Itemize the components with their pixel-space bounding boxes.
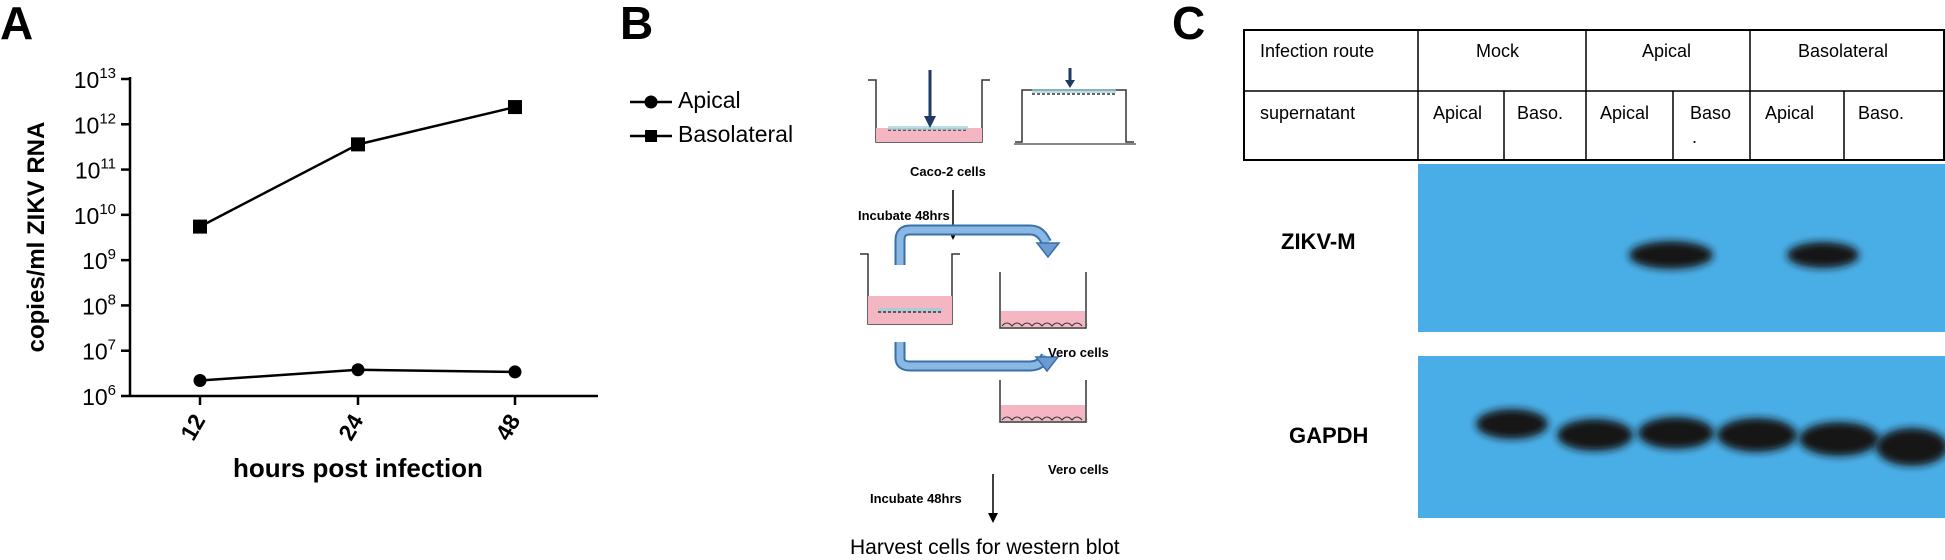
table-cell: Apical bbox=[1642, 41, 1692, 61]
data-point bbox=[351, 137, 365, 152]
transwell-incubated bbox=[860, 253, 960, 325]
caco2-label: Caco-2 cells bbox=[910, 164, 986, 179]
y-tick-label: 106 bbox=[82, 382, 116, 410]
legend-marker-apical bbox=[644, 95, 658, 109]
y-tick-label: 1011 bbox=[75, 156, 116, 184]
blot-band bbox=[1557, 419, 1633, 451]
sample-table: Infection route Mock Apical Basolateral … bbox=[1243, 29, 1945, 161]
blot-band bbox=[1638, 417, 1714, 449]
data-point bbox=[351, 363, 365, 377]
transfer-arrow-icon bbox=[894, 342, 1060, 373]
legend-marker-basolateral bbox=[645, 130, 657, 142]
blot-band bbox=[1476, 409, 1548, 439]
y-tick-label: 107 bbox=[82, 337, 116, 365]
table-cell: Basolateral bbox=[1798, 41, 1889, 61]
panel-letter-a: A bbox=[0, 0, 34, 49]
incubate-label-2: Incubate 48hrs bbox=[870, 491, 962, 506]
x-tick-label: 48 bbox=[490, 409, 525, 444]
harvest-label: Harvest cells for western blot bbox=[850, 536, 1120, 559]
blot-band bbox=[1876, 428, 1945, 466]
table-cell: Baso bbox=[1690, 103, 1732, 123]
table-cell: . bbox=[1692, 127, 1698, 147]
transwell-diagram bbox=[860, 68, 1136, 523]
chart-legend: Apical Basolateral bbox=[628, 86, 828, 156]
y-axis-label: copies/ml ZIKV RNA bbox=[23, 122, 50, 353]
x-tick-label: 24 bbox=[333, 409, 368, 444]
y-tick-label: 109 bbox=[82, 246, 116, 274]
x-axis-label: hours post infection bbox=[233, 453, 483, 483]
western-blot-zikv bbox=[1418, 164, 1945, 332]
blot-label-zikv: ZIKV-M bbox=[1281, 229, 1356, 254]
data-point bbox=[193, 219, 207, 234]
transwell-basolateral-infection bbox=[1014, 68, 1136, 145]
vero-label-1: Vero cells bbox=[1048, 345, 1109, 360]
blot-band bbox=[1629, 241, 1713, 269]
incubate-label-1: Incubate 48hrs bbox=[858, 208, 950, 223]
vero-well-2 bbox=[999, 380, 1087, 423]
panel-letter-c: C bbox=[1172, 0, 1206, 49]
table-cell: supernatant bbox=[1260, 103, 1356, 123]
table-cell: Baso. bbox=[1858, 103, 1905, 123]
data-point bbox=[508, 100, 522, 115]
blot-band bbox=[1787, 242, 1859, 268]
transfer-arrow-icon bbox=[894, 224, 1061, 265]
western-blot-gapdh bbox=[1418, 356, 1945, 518]
chart-panel: 106 107 108 109 1010 1011 1012 1013 12 24 48hours … bbox=[23, 65, 598, 483]
y-tick-label: 1010 bbox=[74, 201, 116, 229]
table-cell: Apical bbox=[1600, 103, 1650, 123]
legend-label-apical: Apical bbox=[678, 87, 741, 113]
vero-well-1 bbox=[999, 272, 1087, 329]
legend-label-basolateral: Basolateral bbox=[678, 121, 794, 147]
table-cell: Baso. bbox=[1517, 103, 1564, 123]
panel-letter-b: B bbox=[620, 0, 654, 49]
blot-band bbox=[1799, 422, 1879, 456]
series-line-basolateral bbox=[199, 105, 516, 228]
data-point bbox=[508, 365, 522, 379]
vero-label-2: Vero cells bbox=[1048, 462, 1109, 477]
y-tick-label: 108 bbox=[82, 291, 116, 319]
x-tick-label: 12 bbox=[175, 410, 210, 445]
table-cell: Mock bbox=[1476, 41, 1520, 61]
table-cell: Apical bbox=[1765, 103, 1815, 123]
table-cell: Infection route bbox=[1260, 41, 1375, 61]
blot-label-gapdh: GAPDH bbox=[1289, 423, 1369, 448]
blot-band bbox=[1717, 418, 1797, 452]
transwell-apical-infection bbox=[868, 70, 990, 143]
y-tick-label: 1013 bbox=[74, 65, 116, 93]
y-tick-label: 1012 bbox=[74, 110, 116, 138]
table-cell: Apical bbox=[1433, 103, 1483, 123]
medium-fill bbox=[876, 128, 982, 142]
data-point bbox=[193, 373, 207, 387]
